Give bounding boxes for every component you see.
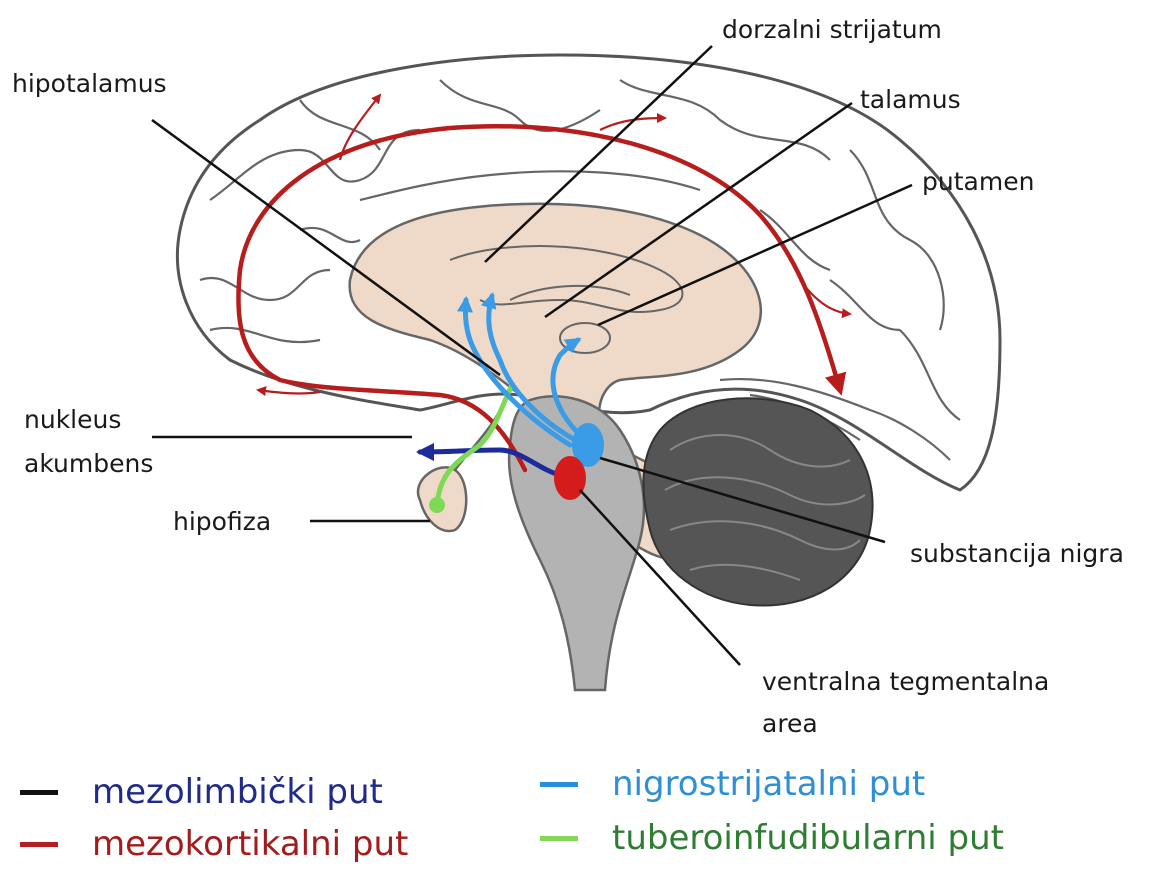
label-putamen: putamen: [922, 166, 1034, 199]
label-nukleus: nukleus: [24, 404, 121, 437]
tuberoinfundibular-terminal: [429, 497, 445, 513]
vta-dot: [554, 456, 586, 500]
label-hipofiza: hipofiza: [173, 506, 271, 539]
cerebellum: [643, 398, 872, 605]
legend-item-mezolimbicki: mezolimbički put: [20, 772, 383, 812]
label-substancija-nigra: substancija nigra: [910, 538, 1124, 571]
legend-label: mezolimbički put: [92, 772, 383, 812]
legend-item-nigrostrijatalni: nigrostrijatalni put: [540, 764, 925, 804]
label-dorzalni-strijatum: dorzalni strijatum: [722, 14, 942, 47]
label-akumbens: akumbens: [24, 448, 153, 481]
label-hipotalamus: hipotalamus: [12, 68, 167, 101]
legend-label: nigrostrijatalni put: [612, 764, 925, 804]
label-talamus: talamus: [860, 84, 961, 117]
legend-swatch: [540, 836, 578, 841]
label-area: area: [762, 708, 818, 741]
legend-swatch: [540, 782, 578, 787]
legend-label: mezokortikalni put: [92, 824, 408, 864]
legend-item-tuberoinfudibularni: tuberoinfudibularni put: [540, 818, 1004, 858]
legend-label: tuberoinfudibularni put: [612, 818, 1004, 858]
legend-swatch: [20, 790, 58, 795]
legend-swatch: [20, 842, 58, 847]
legend-item-mezokortikalni: mezokortikalni put: [20, 824, 408, 864]
label-ventralna-tegmentalna: ventralna tegmentalna: [762, 666, 1049, 699]
